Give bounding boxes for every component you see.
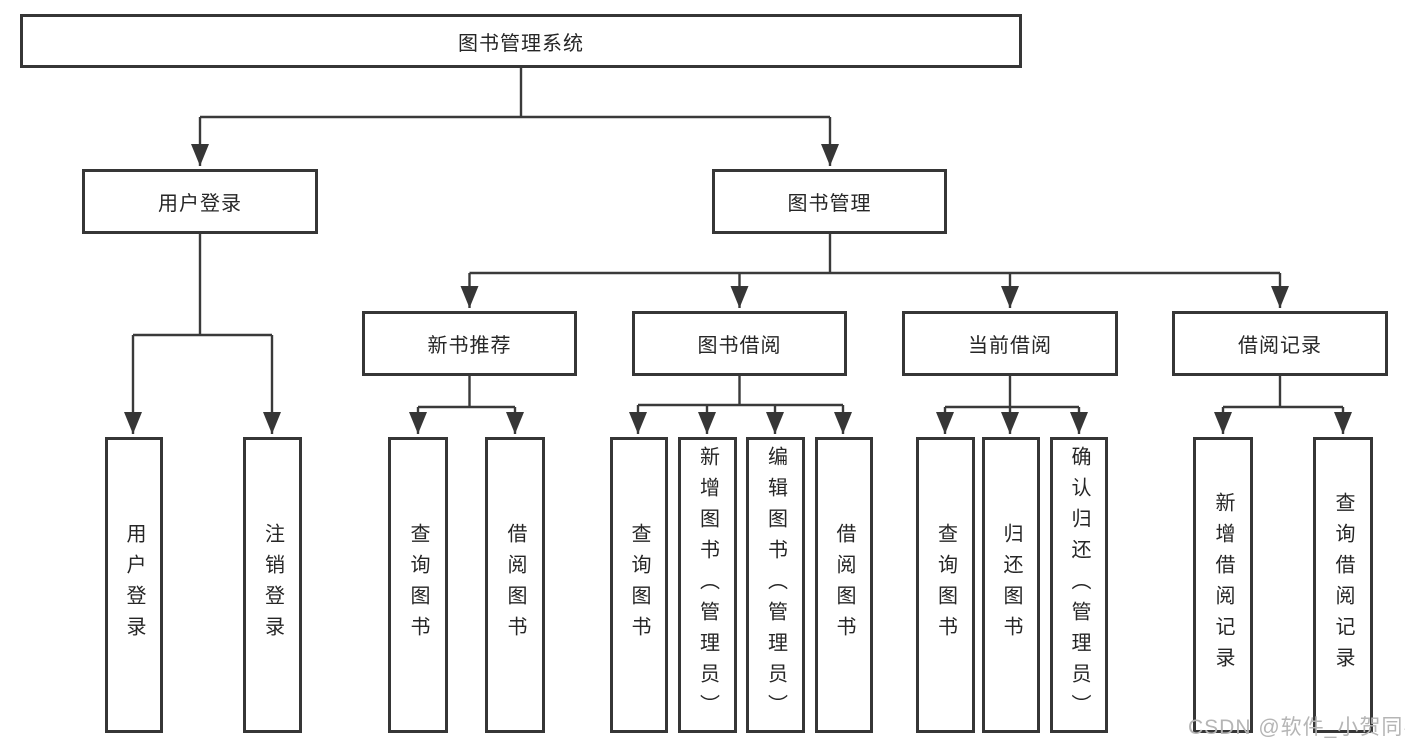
leaf-query-borrow-record: 查询借阅记录: [1313, 437, 1373, 733]
leaf-return-books: 归还图书: [982, 437, 1040, 733]
node-root-system: 图书管理系统: [20, 14, 1022, 68]
leaf-query-borrow-record-label: 查询借阅记录: [1332, 492, 1354, 678]
leaf-query-books-3-label: 查询图书: [934, 523, 957, 647]
connector-book-borrowing: [638, 376, 843, 407]
leaf-borrow-books-1-label: 借阅图书: [504, 523, 526, 647]
leaf-borrow-books-2: 借阅图书: [815, 437, 873, 733]
connector-borrowing-records: [1223, 376, 1343, 409]
leaf-user-login: 用户登录: [105, 437, 163, 733]
leaf-add-borrow-record-label: 新增借阅记录: [1212, 492, 1234, 678]
leaf-confirm-return-admin: 确认归还（管理员）: [1050, 437, 1108, 733]
node-book-management: 图书管理: [712, 169, 947, 234]
leaf-query-books-2: 查询图书: [610, 437, 668, 733]
leaf-query-books-3: 查询图书: [916, 437, 975, 733]
leaf-logout: 注销登录: [243, 437, 302, 733]
leaf-query-books-2-label: 查询图书: [628, 523, 650, 647]
leaf-confirm-return-admin-label: 确认归还（管理员）: [1068, 445, 1090, 725]
leaf-query-books-1-label: 查询图书: [407, 523, 429, 647]
leaf-add-book-admin-label: 新增图书（管理员）: [696, 445, 719, 725]
leaf-borrow-books-2-label: 借阅图书: [833, 523, 855, 647]
csdn-watermark: CSDN @软件_小贺同学: [1188, 716, 1405, 739]
leaf-edit-book-admin-label: 编辑图书（管理员）: [764, 445, 787, 725]
connector-book-management: [469, 234, 1280, 275]
node-borrowing-records: 借阅记录: [1172, 311, 1388, 376]
leaf-edit-book-admin: 编辑图书（管理员）: [746, 437, 805, 733]
connector-current-borrowing: [945, 376, 1079, 409]
connector-root: [200, 68, 830, 119]
leaf-user-login-label: 用户登录: [123, 523, 145, 647]
node-current-borrowing: 当前借阅: [902, 311, 1118, 376]
leaf-return-books-label: 归还图书: [1000, 523, 1022, 647]
leaf-add-borrow-record: 新增借阅记录: [1193, 437, 1253, 733]
leaf-add-book-admin: 新增图书（管理员）: [678, 437, 737, 733]
connector-user-login: [133, 234, 272, 337]
node-user-login: 用户登录: [82, 169, 318, 234]
leaf-query-books-1: 查询图书: [388, 437, 448, 733]
node-new-book-recommend: 新书推荐: [362, 311, 577, 376]
leaf-borrow-books-1: 借阅图书: [485, 437, 545, 733]
connector-new-book-recommend: [418, 376, 515, 409]
node-book-borrowing: 图书借阅: [632, 311, 847, 376]
leaf-logout-label: 注销登录: [261, 523, 284, 647]
